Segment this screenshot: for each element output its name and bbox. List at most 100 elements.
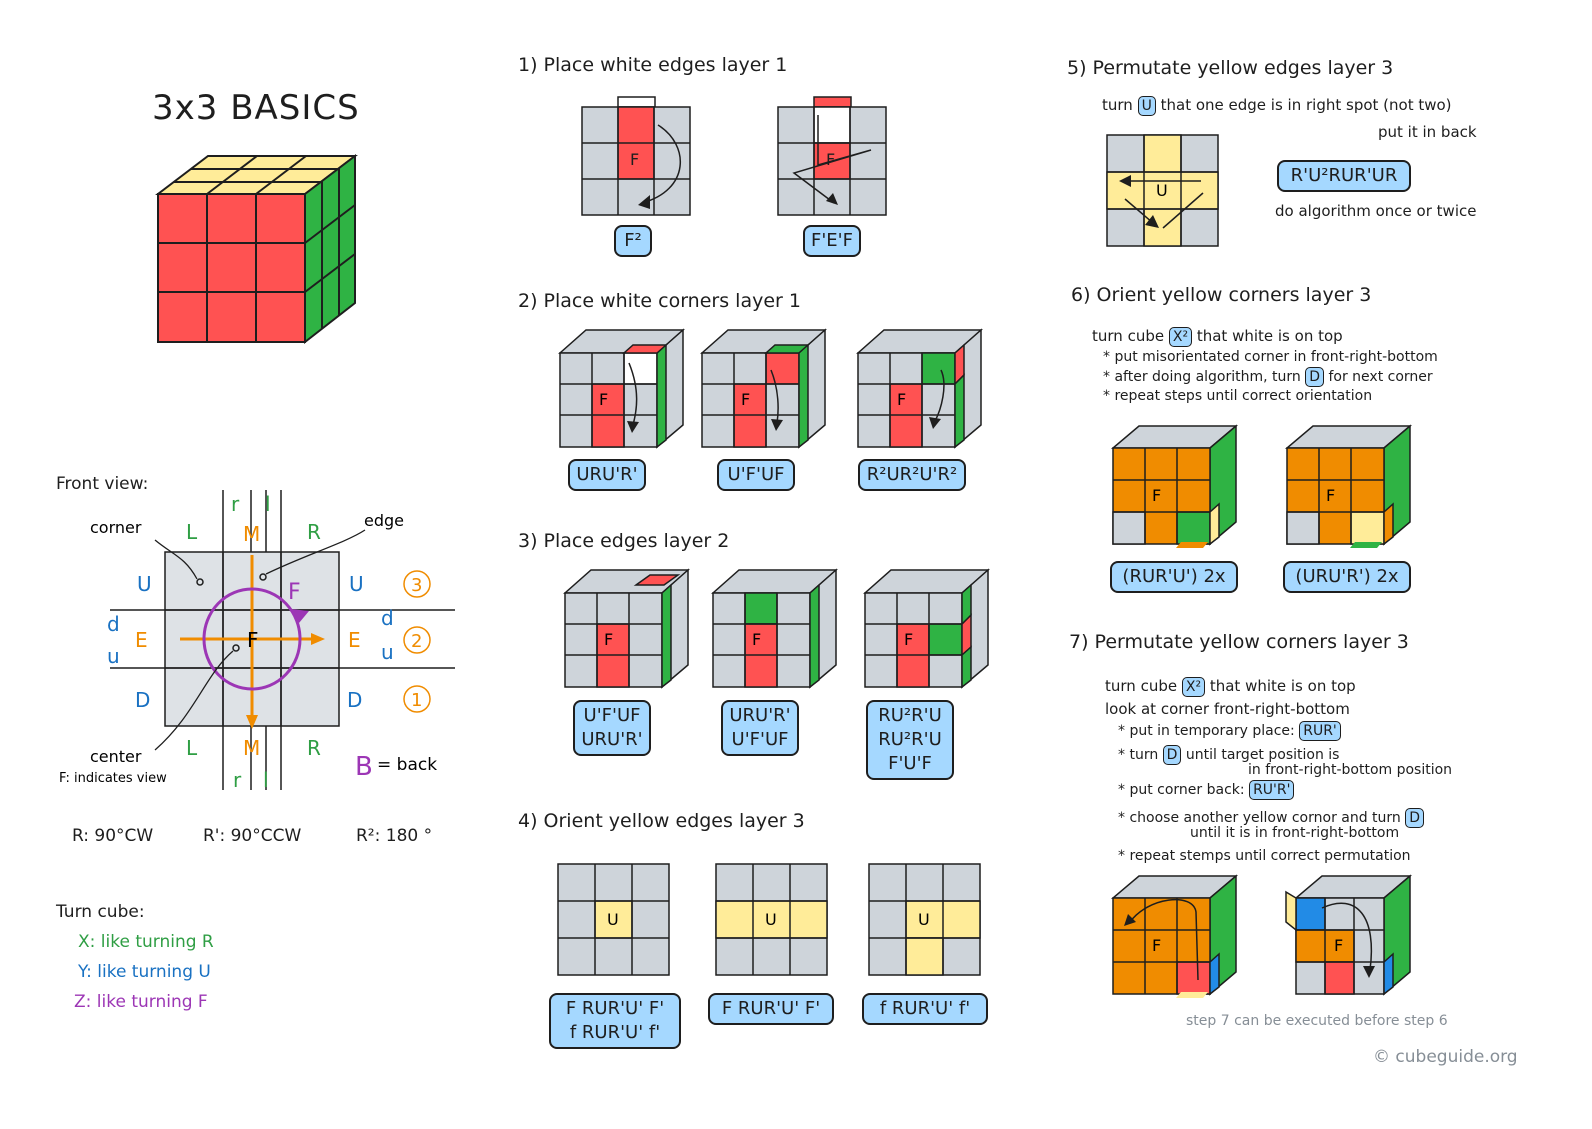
- step7-bullet2: * turn D until target position is: [1118, 745, 1340, 765]
- turn-cube-heading: Turn cube:: [56, 902, 145, 922]
- step1-algo-1: F²: [614, 225, 652, 257]
- step6-bullet3: * repeat steps until correct orientation: [1103, 388, 1373, 404]
- svg-text:F: F: [826, 150, 835, 169]
- back-B-label: B: [355, 752, 373, 782]
- layer-D-left: D: [135, 688, 150, 712]
- svg-text:F: F: [904, 630, 913, 649]
- step2-algo-1: URU'R': [568, 459, 646, 491]
- step7-bullet3: * put corner back: RU'R': [1118, 780, 1295, 800]
- layer-L-top: L: [186, 520, 198, 544]
- step7-bullet4: * choose another yellow cornor and turn …: [1118, 808, 1425, 828]
- svg-text:U: U: [918, 910, 930, 929]
- step6-key-x2: X²: [1168, 327, 1193, 347]
- step6-algo-1: (RUR'U') 2x: [1110, 561, 1238, 593]
- front-view-heading: Front view:: [56, 474, 149, 494]
- svg-text:F: F: [1326, 486, 1335, 505]
- rotation-f-label: F: [288, 580, 301, 605]
- step3-cube-c: F: [863, 568, 990, 689]
- step7-bullet4-cont: until it is in front-right-bottom: [1190, 825, 1400, 841]
- layer-u-right: u: [381, 640, 394, 664]
- svg-text:F: F: [630, 150, 639, 169]
- svg-text:F: F: [1152, 936, 1161, 955]
- layer-d-left: d: [107, 612, 120, 636]
- layer-R-top: R: [307, 520, 321, 544]
- step5-line2: put it in back: [1378, 123, 1477, 141]
- step7-key-d2: D: [1405, 808, 1425, 828]
- step4-heading: 4) Orient yellow edges layer 3: [518, 810, 805, 832]
- step6-key-d: D: [1305, 367, 1325, 387]
- step4-face-b: U: [715, 863, 828, 976]
- layer-U-left: U: [137, 572, 152, 596]
- step7-key-rur: RUR': [1299, 721, 1341, 741]
- step5-algo: R'U²RUR'UR: [1277, 160, 1411, 192]
- layer-D-right: D: [347, 688, 362, 712]
- step3-algo-2: URU'R' U'F'UF: [721, 700, 799, 756]
- step1-face-b: F: [777, 96, 887, 216]
- step7-bullet5: * repeat stemps until correct permutatio…: [1118, 848, 1411, 864]
- step3-cube-a: F: [563, 568, 690, 689]
- big-cube-icon: [155, 153, 358, 345]
- turn-cube-z: Z: like turning F: [74, 992, 208, 1012]
- layer-M-top: M: [243, 522, 260, 546]
- svg-text:U: U: [607, 910, 619, 929]
- step6-heading: 6) Orient yellow corners layer 3: [1071, 284, 1372, 306]
- step6-cube-a: F: [1110, 424, 1239, 548]
- step2-heading: 2) Place white corners layer 1: [518, 290, 801, 312]
- turn-cube-y: Y: like turning U: [78, 962, 211, 982]
- step4-algo-2: F RUR'U' F': [708, 993, 834, 1025]
- step1-algo-2: F'E'F: [803, 225, 861, 257]
- layer-r-bottom: r: [233, 768, 242, 792]
- step3-cube-b: F: [711, 568, 838, 689]
- layer-E-left: E: [135, 628, 148, 652]
- center-label: center: [90, 747, 142, 766]
- step2-cube-c: F: [856, 328, 983, 449]
- step6-cube-b: F: [1284, 424, 1413, 548]
- step5-line1: turn U that one edge is in right spot (n…: [1102, 96, 1452, 116]
- layer-u-left: u: [107, 644, 120, 668]
- layer-U-right: U: [349, 572, 364, 596]
- step6-bullet2: * after doing algorithm, turn D for next…: [1103, 367, 1433, 387]
- svg-text:U: U: [1156, 181, 1168, 200]
- step5-key-u: U: [1137, 96, 1156, 116]
- front-view-diagram: corner edge center F: indicates view F F…: [59, 490, 455, 792]
- svg-text:F: F: [1334, 936, 1343, 955]
- svg-text:U: U: [765, 910, 777, 929]
- step3-algo-3: RU²R'U RU²R'U F'U'F: [866, 700, 954, 780]
- layer-M-bottom: M: [243, 736, 260, 760]
- layer-E-right: E: [348, 628, 361, 652]
- layer-r-top: r: [231, 492, 240, 516]
- step5-heading: 5) Permutate yellow edges layer 3: [1067, 57, 1394, 79]
- step1-heading: 1) Place white edges layer 1: [518, 54, 788, 76]
- back-label: = back: [377, 755, 437, 775]
- rotation-r: R: 90°CW: [72, 826, 154, 846]
- turn-cube-x: X: like turning R: [78, 932, 214, 952]
- step6-line1: turn cube X² that white is on top: [1092, 327, 1343, 347]
- step7-cube-b: F: [1285, 874, 1413, 996]
- step4-algo-1: F RUR'U' F' f RUR'U' f': [549, 993, 681, 1049]
- center-note: F: indicates view: [59, 771, 167, 786]
- step7-bullet2-cont: in front-right-bottom position: [1248, 762, 1453, 778]
- step7-key-x2: X²: [1181, 677, 1206, 697]
- layer-l-top: l: [265, 492, 271, 516]
- step7-cube-a: F: [1110, 874, 1239, 998]
- step7-line1: turn cube X² that white is on top: [1105, 677, 1356, 697]
- edge-label: edge: [364, 511, 404, 530]
- svg-text:F: F: [752, 630, 761, 649]
- step2-algo-2: U'F'UF: [717, 459, 795, 491]
- step7-key-d1: D: [1162, 745, 1182, 765]
- rotation-r2: R²: 180 °: [356, 826, 433, 846]
- svg-text:F: F: [741, 390, 750, 409]
- step2-algo-3: R²UR²U'R²: [858, 459, 966, 491]
- step7-heading: 7) Permutate yellow corners layer 3: [1069, 631, 1409, 653]
- layer-L-bottom: L: [186, 736, 198, 760]
- svg-text:F: F: [604, 630, 613, 649]
- layer-R-bottom: R: [307, 736, 321, 760]
- step1-face-a: F: [581, 96, 691, 216]
- step6-bullet1: * put misorientated corner in front-righ…: [1103, 349, 1438, 365]
- footer-credit: © cubeguide.org: [1373, 1047, 1518, 1067]
- step7-bullet1: * put in temporary place: RUR': [1118, 721, 1341, 741]
- step7-line2: look at corner front-right-bottom: [1105, 700, 1350, 718]
- step2-cube-a: F: [558, 328, 685, 449]
- layer-number-1: 1: [411, 690, 422, 711]
- layer-l-bottom: l: [263, 768, 269, 792]
